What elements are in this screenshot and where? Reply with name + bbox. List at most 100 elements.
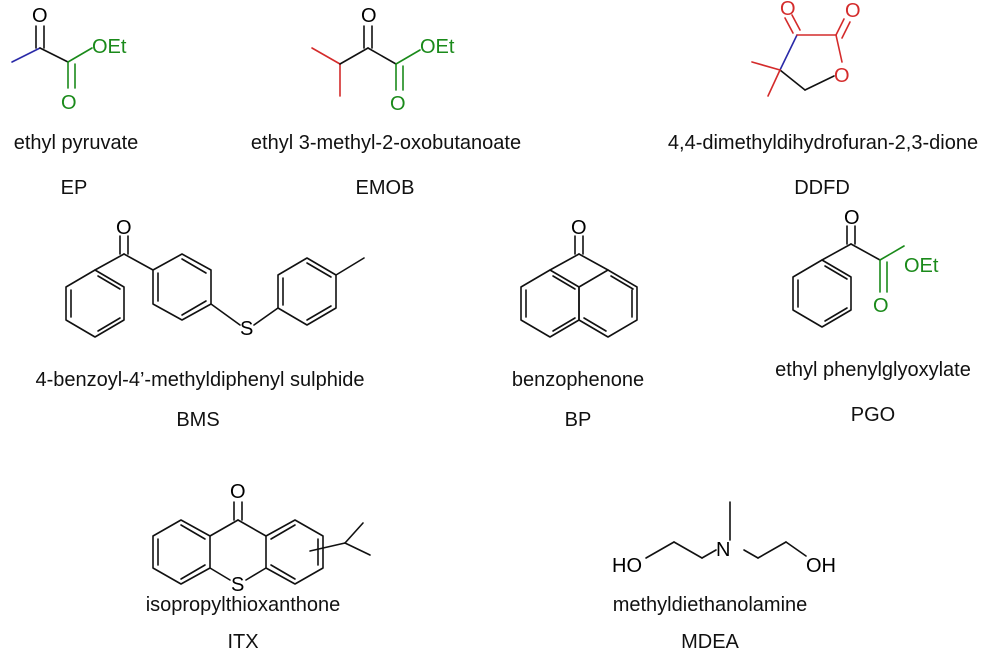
bond [879, 245, 905, 261]
bond [339, 47, 369, 65]
atom-ho: HO [612, 555, 642, 577]
bond [578, 253, 609, 271]
bond [835, 18, 845, 36]
bond [253, 307, 279, 326]
bond [209, 567, 231, 581]
bond [311, 47, 341, 65]
bond [270, 524, 296, 540]
ring [792, 259, 852, 328]
atom-n: N [716, 539, 730, 561]
compound-abbr-bms: BMS [176, 409, 220, 431]
bond [552, 275, 576, 290]
bond [306, 262, 332, 278]
ring [65, 269, 125, 338]
bond [245, 567, 267, 581]
bond [181, 258, 207, 274]
atom-s: S [240, 318, 253, 340]
compound-abbr-ddfd: DDFD [794, 177, 850, 199]
atom-o: O [571, 217, 587, 239]
bond [791, 14, 801, 31]
bond [94, 253, 125, 271]
bond [610, 275, 634, 290]
bond [97, 317, 121, 332]
bond [645, 541, 675, 559]
bond [309, 542, 346, 552]
atom-o: O [361, 5, 377, 27]
bond [850, 243, 881, 261]
compound-name-itx: isopropylthioxanthone [145, 594, 341, 616]
atom-o: O [834, 65, 850, 87]
bond [821, 243, 852, 261]
ring [152, 519, 211, 585]
bond [180, 564, 206, 580]
bond [11, 47, 41, 63]
atom-oet: OEt [92, 36, 127, 58]
atom-oh: OH [806, 555, 836, 577]
bond [824, 307, 848, 322]
bond [701, 549, 717, 559]
atom-o: O [390, 93, 406, 115]
structure-itx [152, 501, 371, 585]
bond [785, 541, 807, 557]
compound-abbr-itx: ITX [227, 631, 259, 653]
bond [210, 303, 241, 326]
compound-abbr-bp: BP [564, 409, 592, 431]
compound-name-mdea: methyldiethanolamine [612, 594, 808, 616]
structure-bms [65, 235, 365, 338]
bond [181, 300, 207, 316]
bond [804, 75, 835, 91]
bond [751, 61, 781, 71]
bond [395, 49, 421, 65]
compound-name-ddfd: 4,4-dimethyldihydrofuran-2,3-dione [667, 132, 979, 154]
atom-o: O [32, 5, 48, 27]
bond [123, 253, 154, 271]
compound-name-emob: ethyl 3-methyl-2-oxobutanoate [250, 132, 522, 154]
atom-o: O [844, 207, 860, 229]
bond [39, 47, 69, 63]
atom-o: O [116, 217, 132, 239]
compound-name-bms: 4-benzoyl-4’-methyldiphenyl sulphide [35, 369, 365, 391]
bond [552, 317, 576, 332]
bond [757, 541, 787, 559]
bond [779, 34, 798, 71]
structure-mdea [645, 501, 807, 559]
atom-o: O [873, 295, 889, 317]
bond [97, 275, 121, 290]
bond [824, 265, 848, 280]
atom-o: O [230, 481, 246, 503]
ring [277, 257, 337, 326]
ring [152, 253, 212, 321]
structure-pgo [792, 225, 905, 328]
compound-name-ep: ethyl pyruvate [13, 132, 139, 154]
compound-name-pgo: ethyl phenylglyoxylate [775, 359, 971, 381]
bond [344, 542, 371, 556]
ring [520, 269, 580, 338]
atom-oet: OEt [420, 36, 455, 58]
atom-o: O [61, 92, 77, 114]
bond [835, 34, 843, 63]
bond [784, 17, 794, 34]
bond [335, 257, 365, 276]
atom-s: S [231, 574, 244, 596]
structure-bp [520, 235, 638, 338]
bond [344, 522, 364, 544]
bond [306, 305, 332, 321]
compound-abbr-mdea: MDEA [681, 631, 739, 653]
atom-oet: OEt [904, 255, 939, 277]
structure-ddfd [751, 14, 851, 97]
bond [673, 541, 703, 559]
bond [767, 69, 781, 97]
bond [270, 564, 296, 580]
bond [743, 549, 759, 559]
compound-abbr-emob: EMOB [355, 177, 415, 199]
bond [209, 519, 239, 537]
bond [367, 47, 397, 65]
atom-o: O [780, 0, 796, 20]
ring [265, 519, 324, 585]
atom-labels: O OEt O O OEt O O O O O S O O OEt O O S … [32, 0, 939, 596]
bond [180, 524, 206, 540]
bond [549, 253, 580, 271]
atom-o: O [845, 0, 861, 22]
compound-abbr-ep: EP [60, 177, 88, 199]
